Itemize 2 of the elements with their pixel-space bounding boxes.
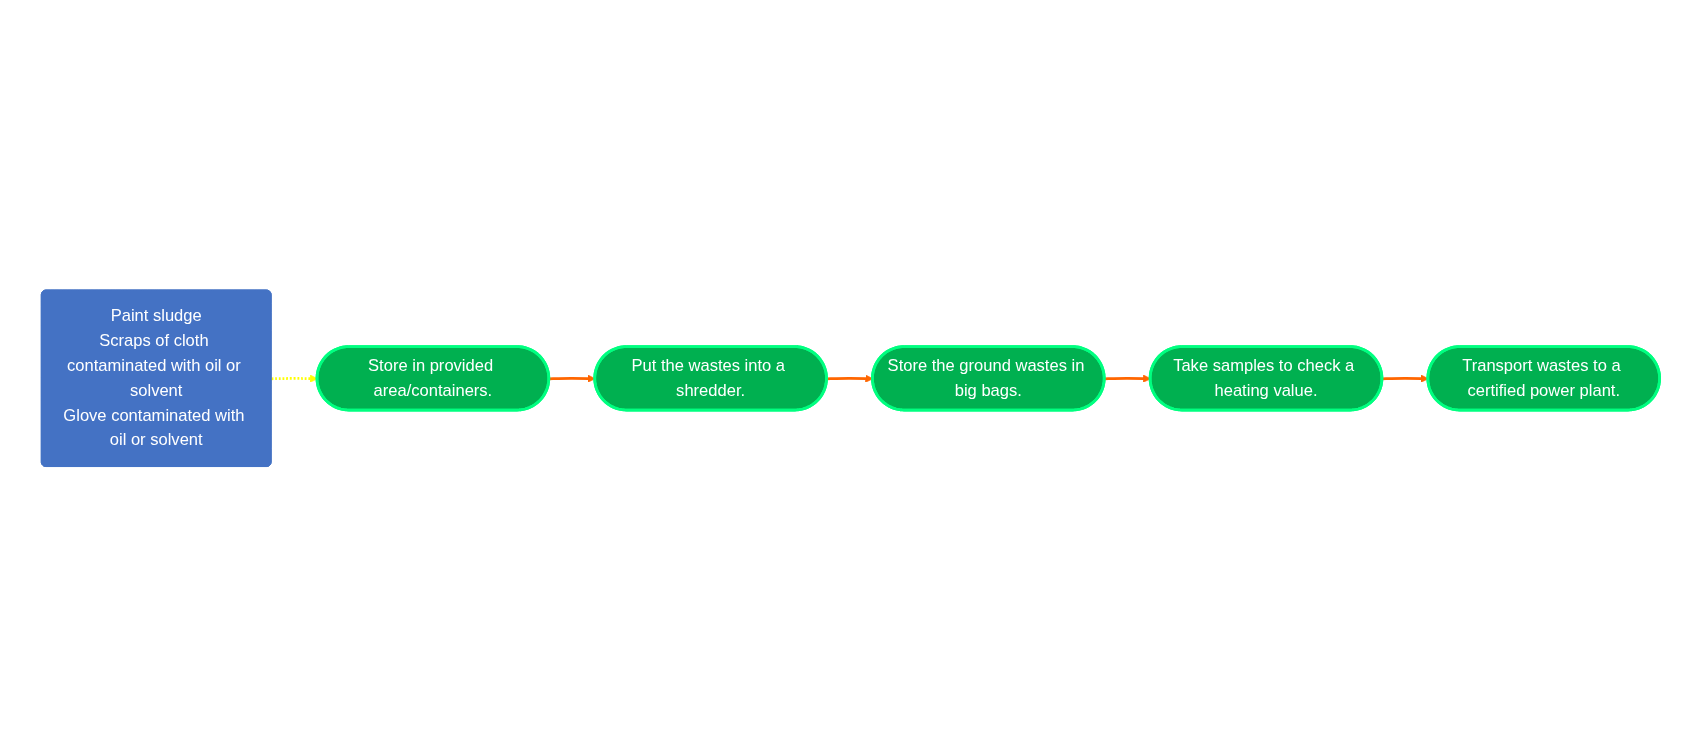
arrow (271, 374, 318, 383)
arrow (1104, 374, 1151, 383)
